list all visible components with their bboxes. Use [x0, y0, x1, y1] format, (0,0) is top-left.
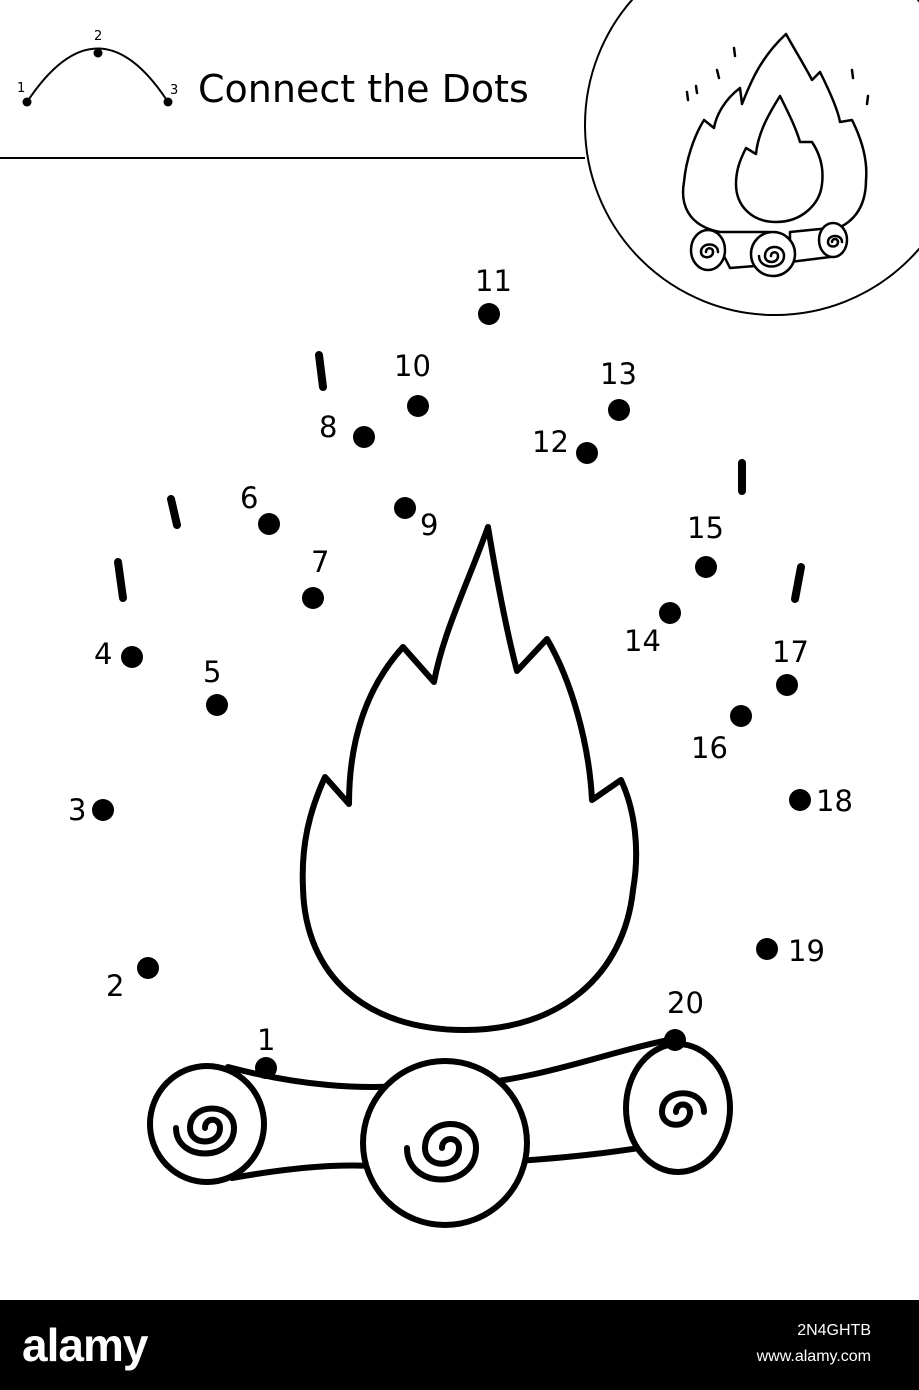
spark-marks	[114, 351, 805, 603]
dot-label-2: 2	[106, 969, 124, 1003]
dot-label-15: 15	[687, 511, 724, 545]
dot-label-14: 14	[624, 624, 661, 658]
dot-19[interactable]: 19	[756, 934, 825, 968]
dot-label-6: 6	[240, 481, 258, 515]
dot-1[interactable]: 1	[255, 1023, 277, 1079]
dot-7[interactable]: 7	[302, 545, 329, 609]
dot-label-20: 20	[667, 986, 704, 1020]
dot-13[interactable]: 13	[600, 357, 637, 421]
dot-15[interactable]: 15	[687, 511, 724, 578]
dot-16[interactable]: 16	[691, 705, 752, 765]
preview-campfire-icon	[681, 32, 870, 278]
dot-label-12: 12	[532, 425, 569, 459]
dot-18[interactable]: 18	[789, 784, 853, 818]
dot-label-5: 5	[203, 655, 221, 689]
flame-outline	[299, 524, 640, 1033]
dot-label-13: 13	[600, 357, 637, 391]
dot-label-3: 3	[68, 793, 86, 827]
dot-11[interactable]: 11	[475, 264, 512, 325]
dot-6[interactable]: 6	[240, 481, 280, 535]
dot-label-8: 8	[319, 410, 337, 444]
dot-17[interactable]: 17	[772, 635, 809, 696]
logs-outline	[147, 1037, 733, 1228]
example-number-2: 2	[94, 29, 102, 44]
dot-label-9: 9	[420, 508, 438, 542]
dot-12[interactable]: 12	[532, 425, 598, 464]
dot-label-4: 4	[94, 637, 112, 671]
numbered-dots: 1 2 3 4 5 6 7 8	[68, 264, 853, 1079]
footer-bar: alamy 2N4GHTB www.alamy.com	[0, 1300, 919, 1390]
dot-3[interactable]: 3	[68, 793, 114, 827]
page-title: Connect the Dots	[198, 67, 529, 111]
example-arc: 1 2 3	[17, 29, 178, 107]
footer-logo[interactable]: alamy	[22, 1319, 148, 1371]
dot-8[interactable]: 8	[319, 410, 375, 448]
dot-label-7: 7	[311, 545, 329, 579]
footer-url[interactable]: www.alamy.com	[756, 1348, 871, 1365]
dot-label-18: 18	[816, 784, 853, 818]
dot-label-16: 16	[691, 731, 728, 765]
example-number-3: 3	[170, 83, 178, 98]
dot-label-19: 19	[788, 934, 825, 968]
dot-2[interactable]: 2	[106, 957, 159, 1003]
dot-label-11: 11	[475, 264, 512, 298]
dot-label-17: 17	[772, 635, 809, 669]
dot-5[interactable]: 5	[203, 655, 228, 716]
example-number-1: 1	[17, 81, 25, 96]
footer-image-id: 2N4GHTB	[797, 1322, 871, 1339]
dot-9[interactable]: 9	[394, 497, 438, 542]
dot-4[interactable]: 4	[94, 637, 143, 671]
dot-10[interactable]: 10	[394, 349, 431, 417]
dot-20[interactable]: 20	[664, 986, 704, 1051]
dot-14[interactable]: 14	[624, 602, 681, 658]
dot-label-10: 10	[394, 349, 431, 383]
worksheet-canvas: 1 2 3 Connect the Dots	[0, 0, 919, 1228]
dot-label-1: 1	[257, 1023, 275, 1057]
